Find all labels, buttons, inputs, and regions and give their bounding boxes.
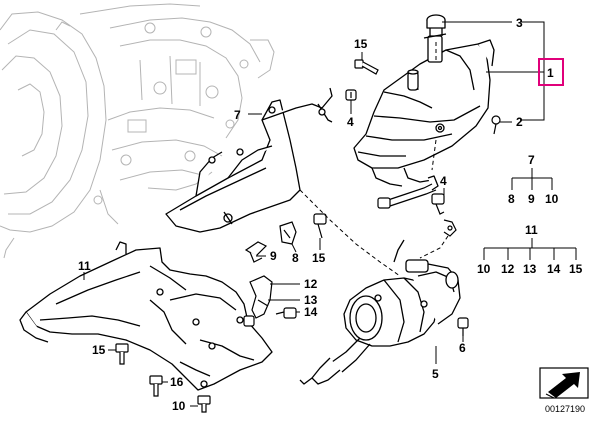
- transmission-housing: [0, 3, 275, 259]
- fluid-reservoir: [353, 14, 495, 191]
- callout-12: 12: [304, 277, 318, 291]
- bolt-4-reservoir: [431, 193, 445, 215]
- legend-7-parent: 7: [528, 153, 535, 167]
- clip-8: [279, 221, 297, 245]
- callout-3: 3: [516, 16, 523, 30]
- bolt-6: [457, 317, 469, 336]
- callout-15-top: 15: [354, 37, 368, 51]
- next-diagram-arrow-icon[interactable]: [539, 367, 589, 399]
- outlet-hose: [377, 183, 437, 209]
- callout-15-lower: 15: [92, 343, 106, 357]
- bolt-2-reservoir: [491, 115, 501, 135]
- legend-group-11: 11 10 12 13 14 15: [477, 223, 583, 276]
- heat-shield: [19, 241, 273, 391]
- leader-lines: [83, 21, 577, 407]
- callout-16: 16: [170, 375, 184, 389]
- bolt-10-lower: [197, 395, 211, 413]
- legend-11-child-12: 12: [501, 262, 515, 276]
- bolt-15-top: [354, 59, 379, 75]
- diagram-id: 00127190: [545, 404, 585, 414]
- callout-15-mid: 15: [312, 251, 326, 265]
- legend-7-child-9: 9: [528, 192, 535, 206]
- legend-7-child-10: 10: [545, 192, 559, 206]
- callout-6: 6: [459, 341, 466, 355]
- callout-5: 5: [432, 367, 439, 381]
- callout-9: 9: [270, 249, 277, 263]
- bolt-16: [149, 375, 163, 397]
- bolt-14: [275, 307, 297, 319]
- hose-clip: [443, 219, 457, 237]
- hydraulic-pump: [299, 239, 461, 385]
- callout-8: 8: [292, 251, 299, 265]
- legend-group-7: 7 8 9 10: [508, 153, 559, 206]
- legend-7-child-8: 8: [508, 192, 515, 206]
- callout-13: 13: [304, 293, 318, 307]
- callout-2: 2: [516, 115, 523, 129]
- legend-11-parent: 11: [525, 223, 538, 237]
- bolt-15-lower: [115, 343, 129, 365]
- legend-11-child-14: 14: [547, 262, 561, 276]
- callout-11: 11: [78, 259, 91, 273]
- callout-1: 1: [547, 66, 554, 80]
- clip-9: [244, 241, 268, 263]
- callout-4-top: 4: [347, 115, 354, 129]
- pipe-run-dashed: [299, 42, 449, 277]
- callout-14: 14: [304, 305, 318, 319]
- bracket-12-13: [243, 275, 273, 327]
- bolt-4-top: [345, 89, 357, 101]
- callout-7-main: 7: [234, 108, 241, 122]
- callout-4-reservoir: 4: [440, 174, 447, 188]
- callout-labels: 3 1 2 15 4 7 4 9 8 15 12 13 14 11 15 16 …: [78, 16, 554, 413]
- legend-11-child-15: 15: [569, 262, 583, 276]
- bolt-15-mid: [313, 213, 327, 239]
- legend-11-child-13: 13: [523, 262, 537, 276]
- callout-10-lower: 10: [172, 399, 186, 413]
- mounting-bracket: [165, 87, 333, 233]
- callout-1-highlight: [538, 58, 564, 86]
- legend-11-child-10: 10: [477, 262, 491, 276]
